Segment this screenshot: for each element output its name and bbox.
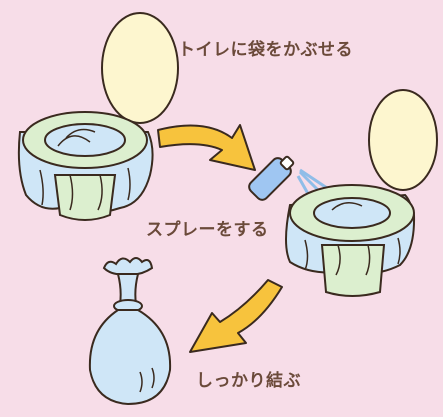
toilet-lid-1 <box>101 12 179 124</box>
arrow-step2-to-step3 <box>189 279 283 353</box>
toilet-lid-2 <box>368 89 438 191</box>
step3-label: しっかり結ぶ <box>196 371 301 391</box>
step1-label: トイレに袋をかぶせる <box>178 40 353 60</box>
toilet-bowl-2 <box>313 197 391 229</box>
tied-bag-icon <box>88 257 172 406</box>
toilet-base-1 <box>53 174 117 221</box>
toilet-bowl-1 <box>44 123 126 157</box>
arrow-step1-to-step2 <box>157 124 256 171</box>
step2-label: スプレーをする <box>146 220 269 240</box>
toilet-base-2 <box>320 244 386 297</box>
toilet-with-bag-step1 <box>17 12 179 221</box>
toilet-with-bag-step2 <box>285 89 438 297</box>
